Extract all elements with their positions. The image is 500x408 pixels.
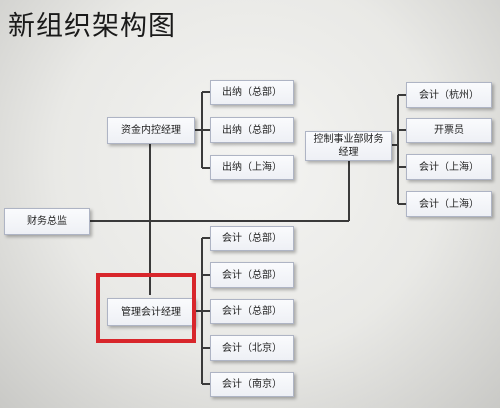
accountant-box: 会计（总部） <box>210 262 294 288</box>
highlight-frame <box>96 273 196 343</box>
accountant-box: 会计（总部） <box>210 299 294 324</box>
cashier-box: 出纳（总部） <box>210 117 294 143</box>
accountant-box: 会计（北京） <box>210 335 294 361</box>
cfo-box: 财务总监 <box>4 208 90 235</box>
page-title: 新组织架构图 <box>8 11 176 42</box>
treasury-manager-box: 资金内控经理 <box>107 117 195 144</box>
cashier-box: 出纳（总部） <box>210 80 294 105</box>
cashier-box: 出纳（上海） <box>210 155 294 180</box>
accountant-box: 会计（总部） <box>210 226 294 251</box>
accountant-box: 会计（上海） <box>406 154 492 180</box>
bu-finance-manager-box: 控制事业部财务经理 <box>305 131 392 161</box>
accountant-box: 会计（上海） <box>406 191 492 217</box>
invoicer-box: 开票员 <box>406 118 492 143</box>
accountant-box: 会计（杭州） <box>406 82 492 108</box>
accountant-box: 会计（南京） <box>210 372 294 397</box>
management-accounting-manager-box: 管理会计经理 <box>107 298 195 326</box>
